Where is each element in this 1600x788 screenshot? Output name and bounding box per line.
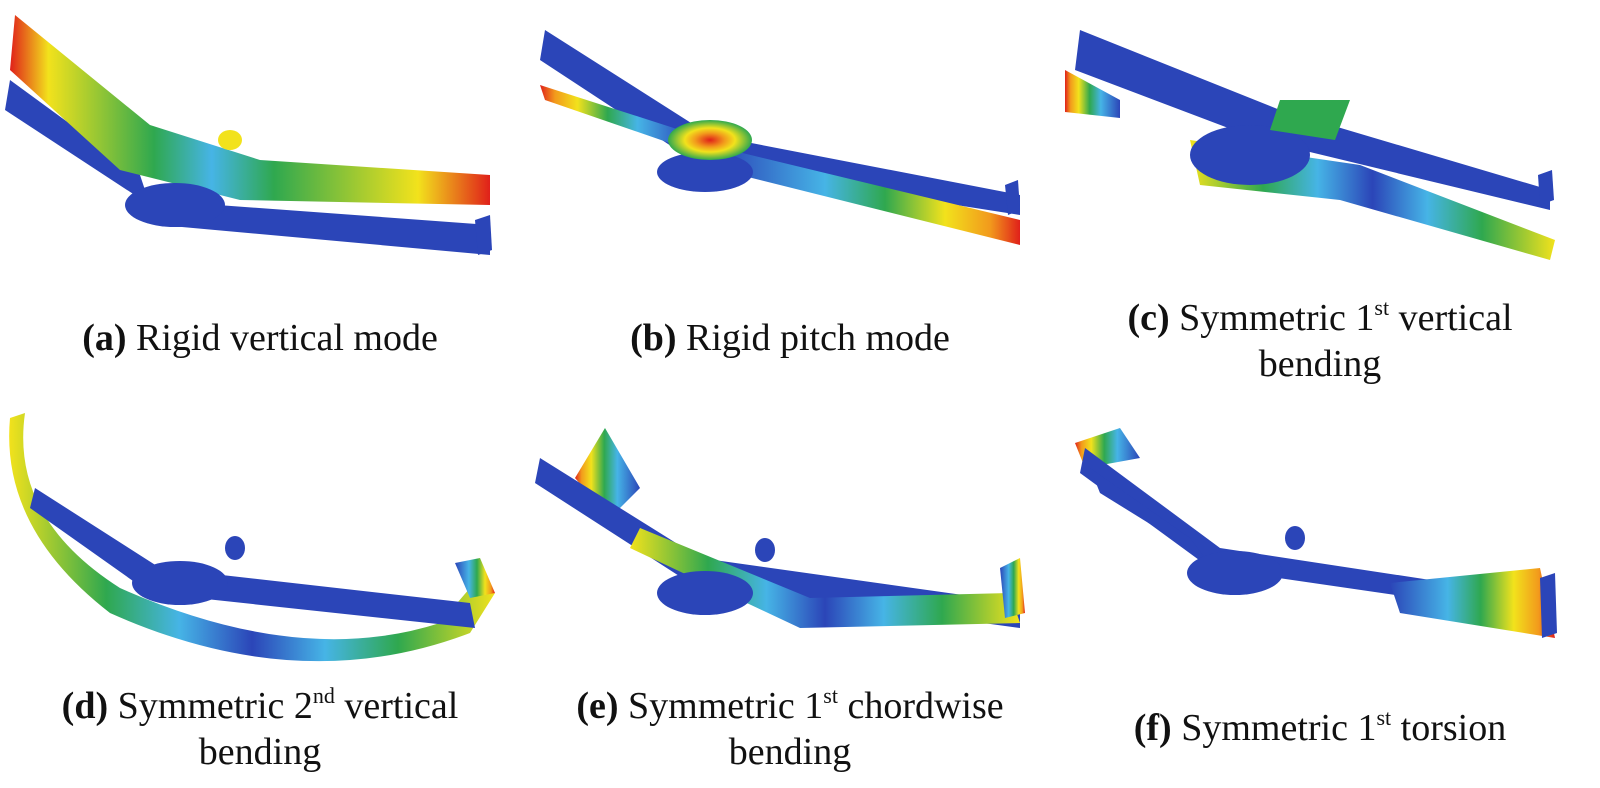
right-wingtip-deformed [455,558,495,598]
caption-c-line2: bending [1258,343,1382,385]
fuselage [657,571,753,615]
panel-d: (d) Symmetric 2nd vertical bending [0,398,520,788]
caption-a-text: Rigid vertical mode [136,317,438,359]
caption-f-sup: st [1376,705,1392,730]
rear-wing-left [1090,468,1205,558]
panel-b: (b) Rigid pitch mode [530,0,1050,390]
canopy [1285,526,1305,550]
caption-c: (c) Symmetric 1st vertical bending [1060,295,1580,387]
caption-b-letter: (b) [630,317,677,359]
caption-c-letter: (c) [1127,297,1170,339]
rear-wing [30,488,475,628]
panel-e: (e) Symmetric 1st chordwise bending [530,398,1050,788]
caption-e: (e) Symmetric 1st chordwise bending [530,683,1050,775]
left-wingtip-deformed [1065,70,1120,118]
caption-d: (d) Symmetric 2nd vertical bending [0,683,520,775]
caption-d-sup: nd [312,683,335,708]
caption-b-text: Rigid pitch mode [686,317,950,359]
caption-d-post: vertical [334,685,459,727]
caption-c-post: vertical [1389,297,1513,339]
fuselage [132,561,228,605]
caption-e-sup: st [823,683,838,708]
tail-fin [1540,573,1557,638]
fuselage [1187,551,1283,595]
right-wing-twisted [1390,568,1555,638]
panel-c: (c) Symmetric 1st vertical bending [1060,0,1580,390]
mode-shape-b-diagram [540,30,1020,245]
canopy [225,536,245,560]
mode-shape-c-diagram [1065,30,1555,260]
mode-shape-d-diagram [9,413,496,662]
caption-c-pre: Symmetric 1 [1179,297,1375,339]
right-wingtip-deformed [1000,558,1025,618]
caption-e-line2: bending [728,731,852,773]
mode-shape-f-diagram [1075,428,1557,638]
canopy [1270,100,1350,140]
caption-b: (b) Rigid pitch mode [530,315,1050,361]
wing-rear-right [150,200,490,255]
mode-shape-a-diagram [5,15,492,255]
mode-shape-e-diagram [535,428,1025,628]
caption-f: (f) Symmetric 1st torsion [1060,705,1580,751]
caption-f-post: torsion [1391,707,1507,749]
wing-rear-left [5,80,150,205]
caption-e-letter: (e) [576,685,619,727]
nose-deformed [668,120,752,160]
caption-d-line2: bending [198,731,322,773]
rear-wing-deformed [630,528,1020,628]
caption-e-post: chordwise [837,685,1004,727]
panel-f: (f) Symmetric 1st torsion [1060,398,1580,788]
fuselage [657,152,753,192]
fuselage [125,183,225,227]
panel-a: (a) Rigid vertical mode [0,0,520,390]
caption-e-pre: Symmetric 1 [628,685,824,727]
fuselage [1190,125,1310,185]
caption-d-letter: (d) [61,685,109,727]
rear-wing-right [720,150,1020,245]
caption-d-pre: Symmetric 2 [117,685,313,727]
caption-a-letter: (a) [82,317,127,359]
caption-f-letter: (f) [1133,707,1172,749]
caption-f-pre: Symmetric 1 [1181,707,1377,749]
rear-wing-left [540,85,690,150]
canopy [755,538,775,562]
tail-fin [475,215,492,255]
tail-fin [1005,180,1020,215]
tail-fin [1538,170,1554,205]
canopy [218,130,242,150]
caption-c-sup: st [1374,295,1390,320]
front-wing-deformed [10,15,490,205]
front-wing-deformed [9,413,496,662]
caption-a: (a) Rigid vertical mode [0,315,520,361]
